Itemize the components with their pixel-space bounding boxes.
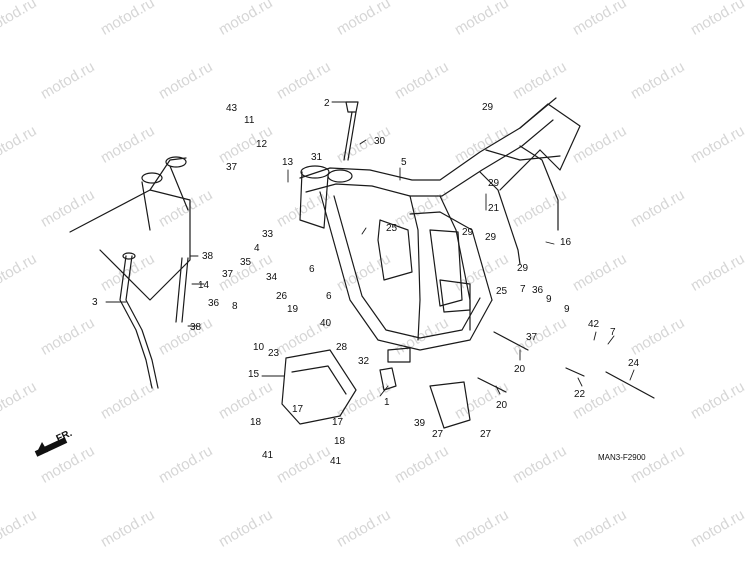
stand-shaft: [343, 101, 359, 161]
part-callout-c18b: 18: [334, 436, 346, 447]
part-callout-c18a: 18: [250, 417, 262, 428]
part-callout-c29b: 29: [488, 178, 500, 189]
part-callout-c41b: 41: [330, 456, 342, 467]
part-callout-c6b: 6: [326, 291, 332, 302]
part-callout-c20a: 20: [514, 364, 526, 375]
part-callout-c13: 13: [282, 157, 294, 168]
part-callout-c33: 33: [262, 229, 274, 240]
part-callout-c42: 42: [588, 319, 600, 330]
bracket-1: [379, 367, 397, 391]
front-direction-label: FR.: [55, 428, 74, 445]
drawing-reference-code: MAN3-F2900: [598, 453, 646, 462]
part-callout-c25a: 25: [386, 223, 398, 234]
part-callout-c32: 32: [358, 356, 370, 367]
part-callout-c20b: 20: [496, 400, 508, 411]
part-callout-c36b: 36: [208, 298, 220, 309]
part-callout-c26: 26: [276, 291, 288, 302]
part-callout-c2: 2: [324, 98, 330, 109]
bracket-39: [429, 381, 471, 429]
part-callout-c4: 4: [254, 243, 260, 254]
bolt-set: [477, 331, 655, 399]
part-callout-c17a: 17: [292, 404, 304, 415]
part-callout-c37a: 37: [226, 162, 238, 173]
part-callout-c37c: 37: [526, 332, 538, 343]
part-callout-c17b: 17: [332, 417, 344, 428]
part-callout-c38b: 38: [190, 322, 202, 333]
part-callout-c15: 15: [248, 369, 260, 380]
skid-plate: [281, 349, 357, 425]
part-callout-c43: 43: [226, 103, 238, 114]
part-callout-c19: 19: [287, 304, 299, 315]
arrow-head-icon: [36, 442, 48, 454]
part-callout-c7a: 7: [520, 284, 526, 295]
part-callout-c25b: 25: [496, 286, 508, 297]
part-callout-c6a: 6: [309, 264, 315, 275]
part-callout-c24: 24: [628, 358, 640, 369]
part-callout-c10: 10: [253, 342, 265, 353]
part-callout-c23: 23: [268, 348, 280, 359]
part-callout-c12: 12: [256, 139, 268, 150]
inset-frame-illustration: [69, 156, 191, 301]
part-callout-c9b: 9: [546, 294, 552, 305]
part-callout-c38a: 38: [202, 251, 214, 262]
part-callout-c39: 39: [414, 418, 426, 429]
part-callout-c35: 35: [240, 257, 252, 268]
part-callout-c41a: 41: [262, 450, 274, 461]
part-callout-c31: 31: [311, 152, 323, 163]
part-callout-c28: 28: [336, 342, 348, 353]
part-callout-c40: 40: [320, 318, 332, 329]
part-callout-c11: 11: [244, 115, 255, 126]
part-callout-c5: 5: [401, 157, 407, 168]
part-callout-c27b: 27: [480, 429, 492, 440]
part-callout-c29c: 29: [462, 227, 474, 238]
front-direction-indicator: FR.: [34, 428, 74, 457]
part-callout-c34: 34: [266, 272, 278, 283]
part-callout-c27a: 27: [432, 429, 444, 440]
part-callout-c21: 21: [488, 203, 500, 214]
part-callout-c7b: 7: [610, 327, 616, 338]
down-tube-subassembly: [119, 252, 159, 389]
part-callout-c22: 22: [574, 389, 586, 400]
part-callout-c8: 8: [232, 301, 238, 312]
part-callout-c29e: 29: [517, 263, 529, 274]
part-callout-c30: 30: [374, 136, 386, 147]
part-callout-c14: 14: [198, 280, 210, 291]
part-callout-c37b: 37: [222, 269, 234, 280]
part-callout-c16: 16: [560, 237, 572, 248]
part-callout-c1: 1: [384, 397, 390, 408]
part-callout-c29d: 29: [485, 232, 497, 243]
pipe-14: [175, 257, 189, 323]
leader-lines: [105, 101, 635, 397]
part-callout-c9a: 9: [564, 304, 570, 315]
part-callout-c3: 3: [92, 297, 98, 308]
main-frame-body: [299, 97, 581, 363]
part-callout-c29a: 29: [482, 102, 494, 113]
steering-head-pipe: [299, 165, 353, 229]
part-callout-c36a: 36: [532, 285, 544, 296]
